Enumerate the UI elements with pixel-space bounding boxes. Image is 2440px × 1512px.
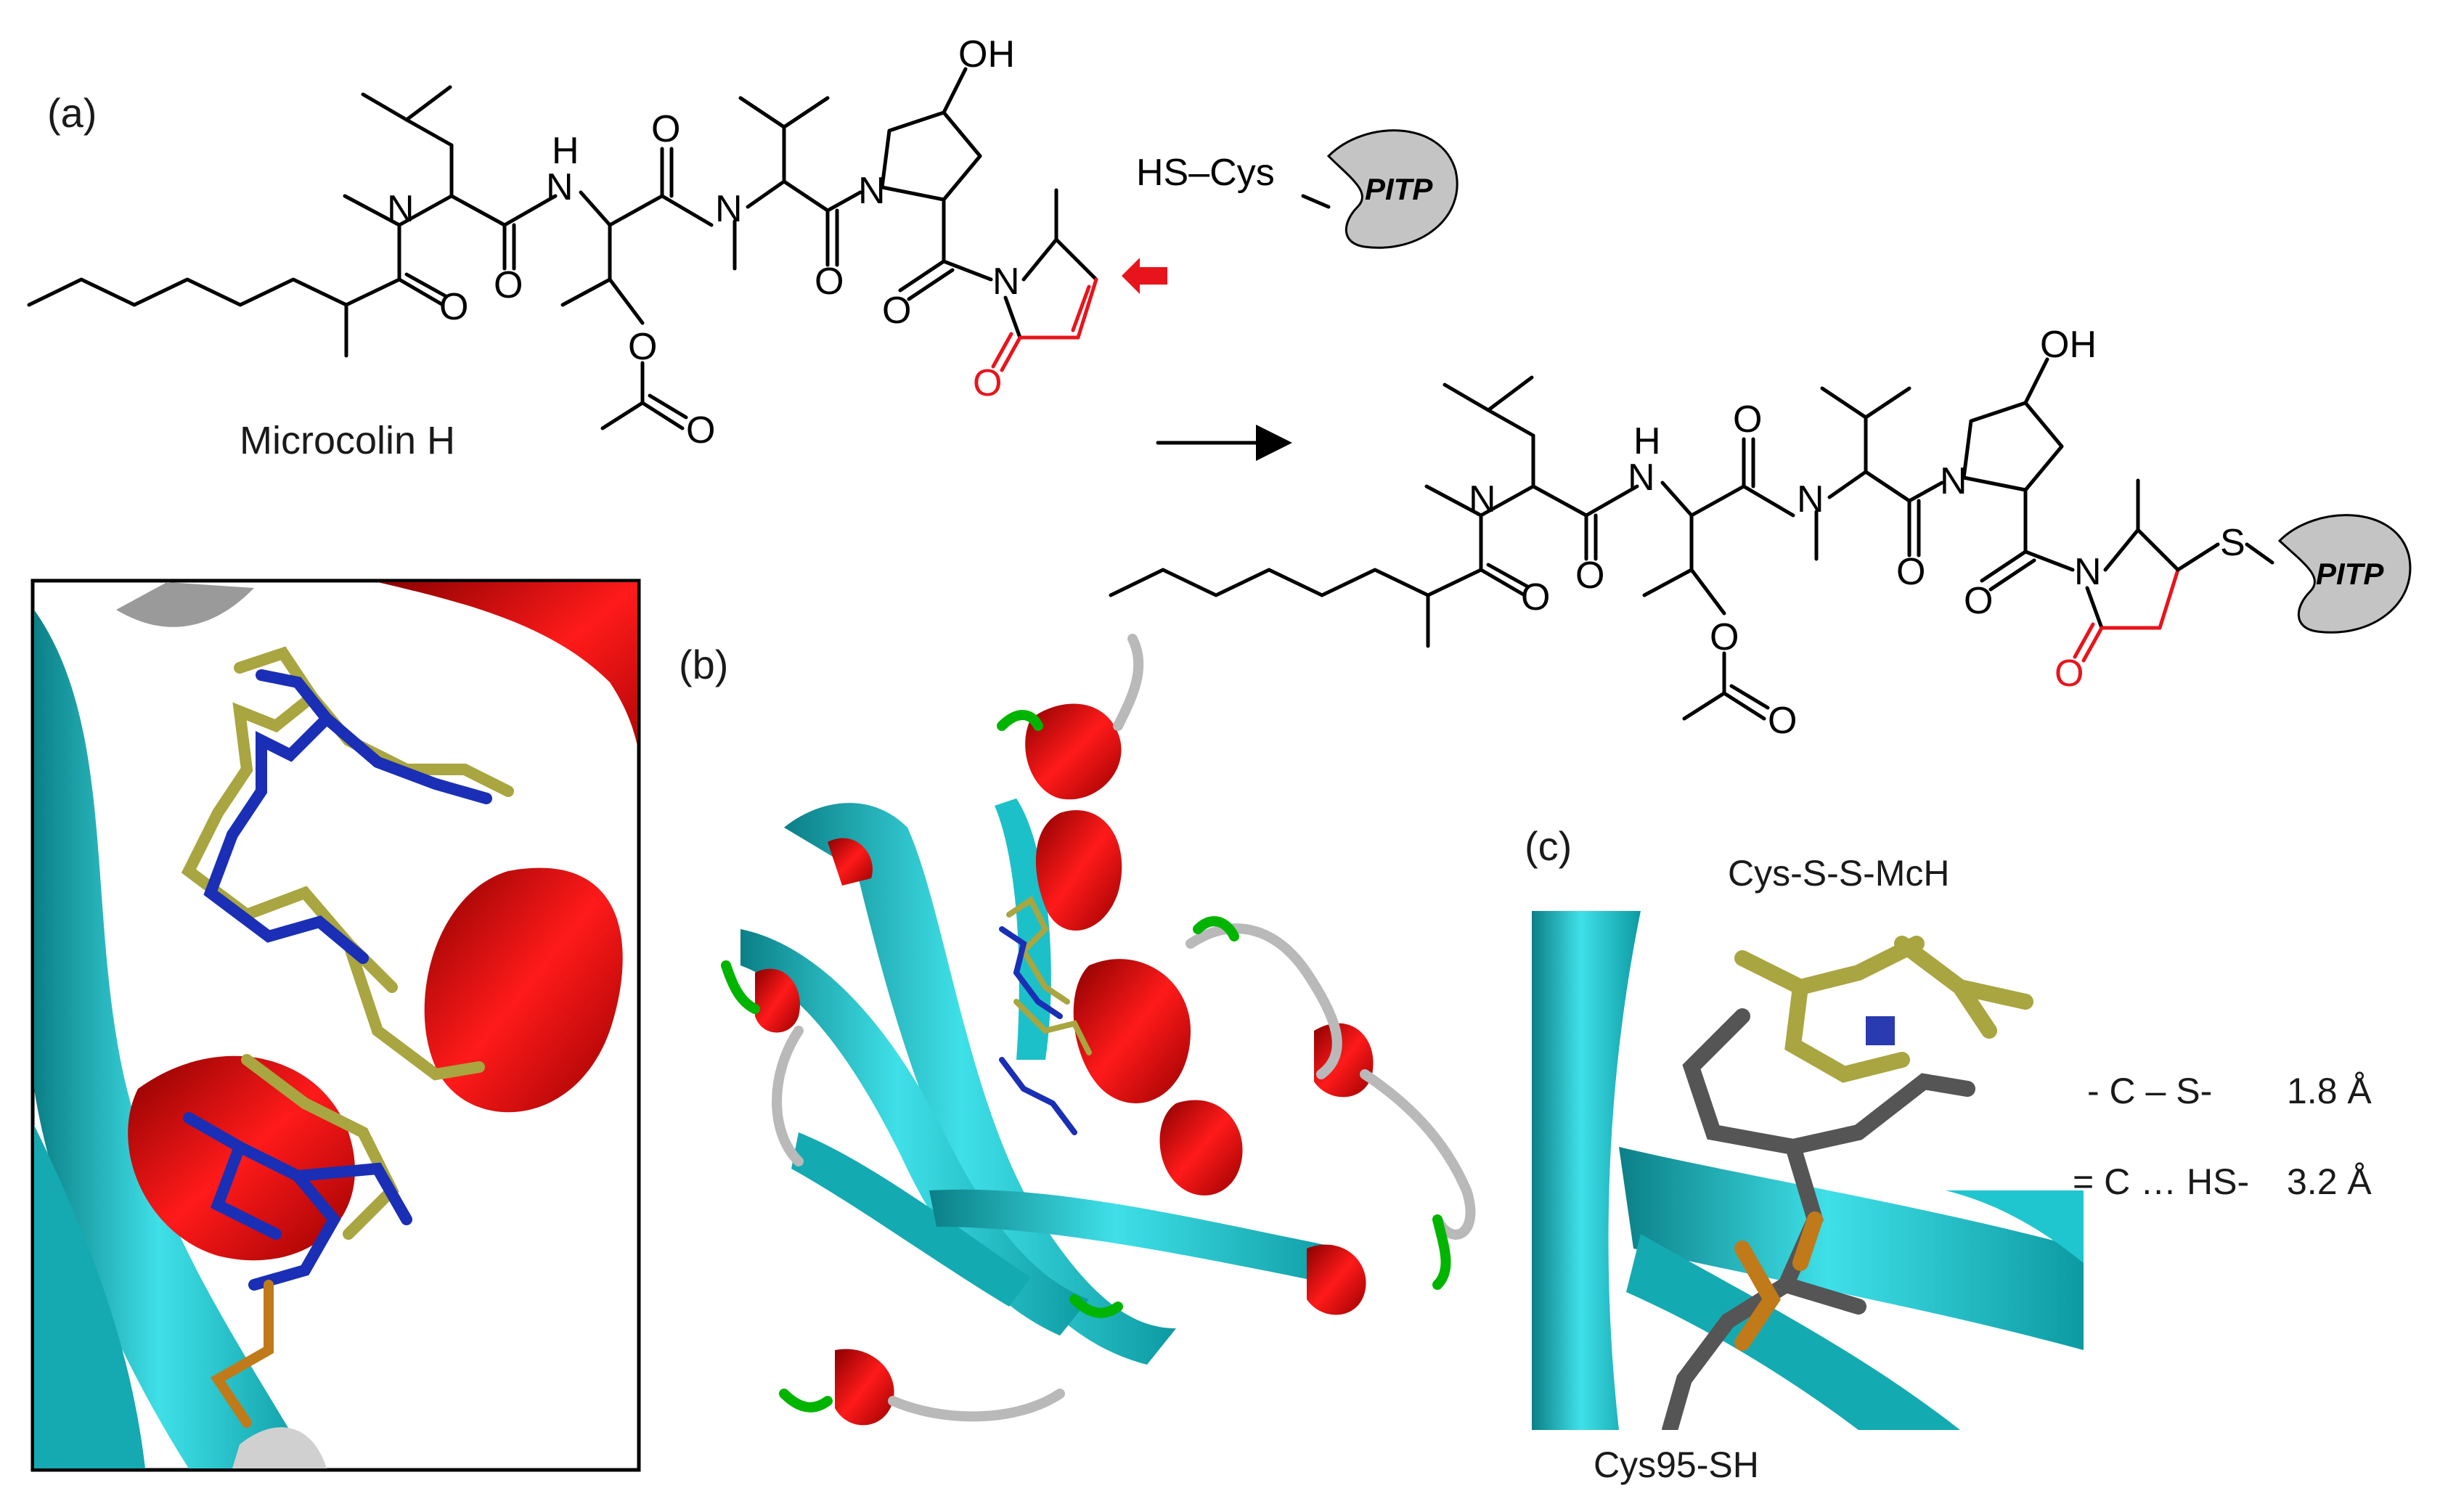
svg-text:O: O	[1964, 580, 1993, 622]
svg-text:N: N	[1797, 478, 1824, 520]
pitp-protein-ribbon	[721, 634, 1476, 1426]
bond-row-2-label: = C … HS-	[2073, 1161, 2249, 1202]
reactive-site-arrow	[1122, 258, 1167, 294]
svg-text:N: N	[1628, 457, 1655, 499]
svg-text:O: O	[686, 409, 715, 451]
svg-text:N: N	[1940, 460, 1967, 502]
product-structure	[1109, 357, 2274, 721]
svg-text:O: O	[882, 290, 911, 332]
svg-text:N: N	[546, 166, 574, 208]
panel-label-a: (a)	[47, 90, 97, 136]
svg-text:N: N	[715, 188, 743, 230]
svg-text:O: O	[1733, 399, 1762, 441]
svg-text:O: O	[494, 264, 523, 306]
panel-label-c: (c)	[1525, 823, 1572, 869]
svg-text:O: O	[1896, 551, 1925, 593]
svg-text:N: N	[2074, 551, 2102, 593]
pitp-protein-shape	[1326, 129, 1458, 249]
svg-text:O: O	[1521, 576, 1550, 618]
svg-text:O: O	[2055, 653, 2084, 695]
svg-text:N: N	[992, 261, 1020, 303]
zoom-pocket-view	[30, 579, 641, 1472]
svg-text:H: H	[552, 130, 579, 172]
pitp-protein-shape-product	[2277, 514, 2412, 634]
panel-label-b: (b)	[679, 642, 728, 687]
svg-text:O: O	[439, 286, 468, 328]
product-atoms: N O O H N O O O N O N OH O N O S	[1469, 324, 2245, 742]
svg-text:N: N	[858, 170, 886, 212]
compound-name: Microcolin H	[240, 419, 455, 462]
svg-text:OH: OH	[958, 33, 1015, 75]
bond-distance-table: - C – S- 1.8 Å = C … HS- 3.2 Å	[2073, 1071, 2372, 1202]
svg-text:PITP: PITP	[2316, 557, 2384, 591]
bond-row-1-distance: 1.8 Å	[2287, 1071, 2372, 1111]
svg-text:O: O	[815, 261, 844, 303]
disulfide-label: Cys-S-S-McH	[1728, 853, 1950, 894]
svg-text:O: O	[1575, 555, 1604, 597]
bond-row-2-distance: 3.2 Å	[2287, 1161, 2372, 1202]
bond-row-1-label: - C – S-	[2087, 1071, 2212, 1111]
svg-text:O: O	[651, 108, 680, 150]
svg-text:O: O	[1710, 616, 1739, 658]
svg-text:N: N	[387, 188, 415, 230]
svg-text:OH: OH	[2040, 324, 2097, 366]
svg-text:N: N	[1469, 478, 1496, 520]
svg-text:O: O	[973, 362, 1002, 404]
svg-text:PITP: PITP	[1365, 172, 1433, 206]
cys95-label: Cys95-SH	[1594, 1444, 1759, 1485]
svg-text:H: H	[1633, 420, 1661, 462]
svg-text:O: O	[628, 326, 657, 368]
microcolin-h-atoms: N O O H N O O O N O N OH O N O	[387, 33, 1020, 451]
reagent-label: HS–Cys	[1136, 152, 1275, 194]
svg-text:S: S	[2220, 522, 2245, 564]
cys95-closeup	[1532, 911, 2084, 1430]
microcolin-h-structure	[27, 67, 1098, 430]
svg-text:O: O	[1768, 700, 1797, 742]
